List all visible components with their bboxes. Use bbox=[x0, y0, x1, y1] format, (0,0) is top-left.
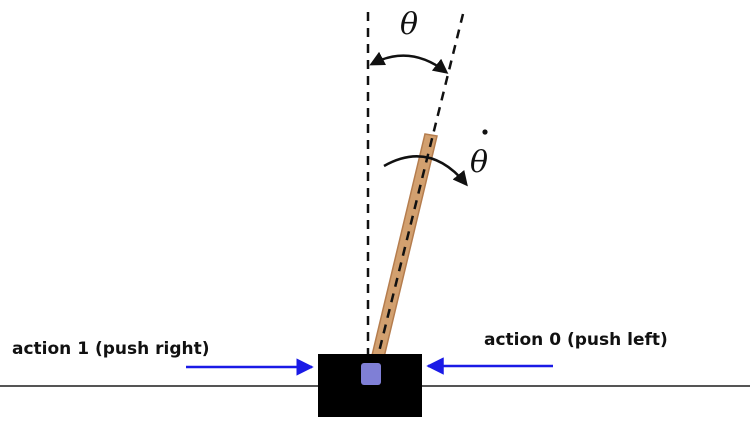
angle-label: θ bbox=[400, 7, 418, 42]
angle-arc bbox=[369, 51, 449, 74]
angular-velocity-dot bbox=[482, 129, 488, 135]
pole-joint bbox=[361, 363, 381, 385]
pole-axis-line bbox=[372, 13, 465, 373]
angular-velocity-arc bbox=[383, 155, 468, 187]
action-right-label: action 1 (push right) bbox=[12, 339, 210, 359]
angular-velocity-label: θ bbox=[470, 145, 488, 180]
action-left-label: action 0 (push left) bbox=[484, 330, 668, 350]
